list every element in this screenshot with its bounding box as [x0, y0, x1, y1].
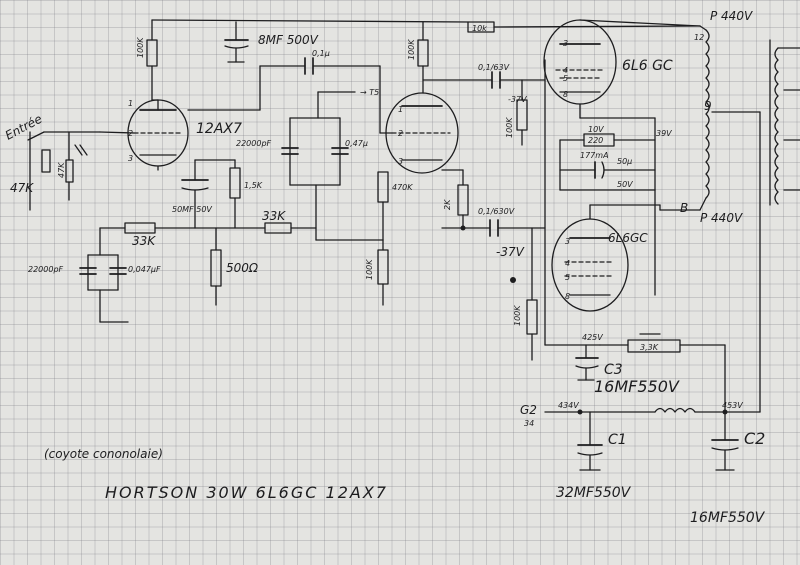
bias2-value: -37V [496, 245, 525, 259]
p-top-label: P 440V [710, 9, 753, 23]
resistor-220-value: 220 [588, 136, 603, 145]
p-bot-label: P 440V [700, 211, 743, 225]
cap-c3 [575, 344, 599, 381]
g2-label: G2 [520, 403, 537, 417]
resistor-33k-b-value: 33K [132, 234, 156, 248]
resistor-100k-d-value: 100K [505, 117, 514, 138]
v-434-label: 434V [558, 401, 579, 410]
cap-c2 [711, 411, 739, 471]
cap-c3-label: C3 [604, 362, 623, 378]
v2-pin2: 2 [398, 129, 403, 138]
tube-v1-label: 12AX7 [196, 121, 242, 137]
resistor-100k-e [526, 299, 538, 335]
resistor-15k [229, 167, 241, 199]
cap-047-value: 0,47µ [345, 139, 368, 148]
tap-9-label: 9 [704, 99, 712, 113]
v-39-label: 39V [656, 129, 672, 138]
resistor-2k-value: 2K [443, 199, 452, 210]
v3-pin4: 4 [563, 66, 568, 75]
v2-pin1: 1 [398, 105, 403, 114]
resistor-15k-value: 1,5K [244, 181, 263, 190]
resistor-100k-e-value: 100K [513, 305, 522, 326]
tube-v2 [385, 92, 459, 174]
resistor-470k-value: 470K [392, 183, 413, 192]
v3-pin5: 5 [563, 74, 568, 83]
i-177-label: 177mA [580, 151, 609, 160]
resistor-100k-c-value: 100K [365, 259, 374, 280]
cap-c3-value: 16MF550V [594, 377, 680, 396]
tap-12-label: 12 [694, 33, 704, 42]
c-50v-label: 50V [617, 180, 633, 189]
resistor-33k-a [264, 222, 292, 234]
cap-c1-value: 32MF550V [556, 485, 632, 501]
resistor-100k-c [377, 249, 389, 285]
v4-pin3: 3 [565, 237, 570, 246]
cap-163-value: 0,1/63V [478, 63, 510, 72]
v2-pin3: 3 [398, 157, 403, 166]
v4-pin8: 8 [565, 292, 570, 301]
cap-22000pf-value: 22000pF [236, 139, 272, 148]
cap-c2-value: 16MF550V [690, 510, 766, 526]
cap-c1-label: C1 [608, 432, 627, 448]
tube-v1 [127, 99, 189, 167]
resistor-33k-c [627, 339, 681, 353]
bias1-value: -37V [508, 95, 527, 104]
v3-pin8: 8 [563, 90, 568, 99]
to-v-label: → T5 [360, 88, 379, 97]
input-jack [27, 131, 135, 211]
choke-inductor [654, 407, 696, 413]
resistor-500-value: 500Ω [226, 261, 259, 275]
title-label: HORTSON 30W 6L6GC 12AX7 [105, 483, 388, 502]
b-label: B [680, 201, 688, 215]
resistor-plate2 [417, 39, 429, 67]
note-label: (coyote cononolaie) [44, 447, 163, 461]
v-10v-label: 10V [588, 125, 604, 134]
resistor-33k-b [124, 222, 156, 234]
resistor-500 [210, 249, 222, 287]
input-label: Entrée [3, 112, 45, 143]
resistor-plate1-value: 100K [136, 37, 145, 58]
v-425-label: 425V [582, 333, 603, 342]
tube-v3-label: 6L6 GC [622, 58, 673, 74]
resistor-10k-value: 10k [472, 24, 487, 33]
transformer-secondary [769, 39, 800, 206]
v1-pin3: 3 [128, 154, 133, 163]
v3-pin3: 3 [563, 39, 568, 48]
cap-50mf-value: 50MF 50V [172, 205, 212, 214]
cap-8mf-value: 8MF 500V [258, 33, 319, 47]
resistor-100k-d [516, 99, 528, 131]
g2-value: 34 [524, 419, 534, 428]
input-pot-value: 47K [10, 181, 34, 195]
cap-c2-label: C2 [744, 429, 765, 448]
v-453-label: 453V [722, 401, 743, 410]
resistor-33k-a-value: 33K [262, 209, 286, 223]
cap-01-630-value: 0,1/630V [478, 207, 515, 216]
cap-8mf [224, 21, 249, 63]
cap-22000pf-b-value: 22000pF [28, 265, 64, 274]
v4-pin5: 5 [565, 273, 570, 282]
resistor-470k [377, 171, 389, 203]
c-50u-label: 50µ [617, 157, 632, 166]
tube-v3 [543, 19, 617, 105]
v1-pin1: 1 [128, 99, 133, 108]
transformer-primary [705, 29, 710, 199]
input-res-value: 47K [57, 162, 66, 178]
cap-c1 [577, 411, 603, 471]
cap-047-b-value: 0,047µF [128, 265, 161, 274]
v4-pin4: 4 [565, 259, 570, 268]
tube-v4-label: 6L6GC [608, 231, 648, 245]
cap-coupling1-value: 0,1µ [312, 49, 330, 58]
resistor-33k-c-value: 3,3K [640, 343, 659, 352]
resistor-plate1 [146, 39, 158, 67]
resistor-plate2-value: 100K [407, 39, 416, 60]
resistor-2k [457, 184, 469, 216]
